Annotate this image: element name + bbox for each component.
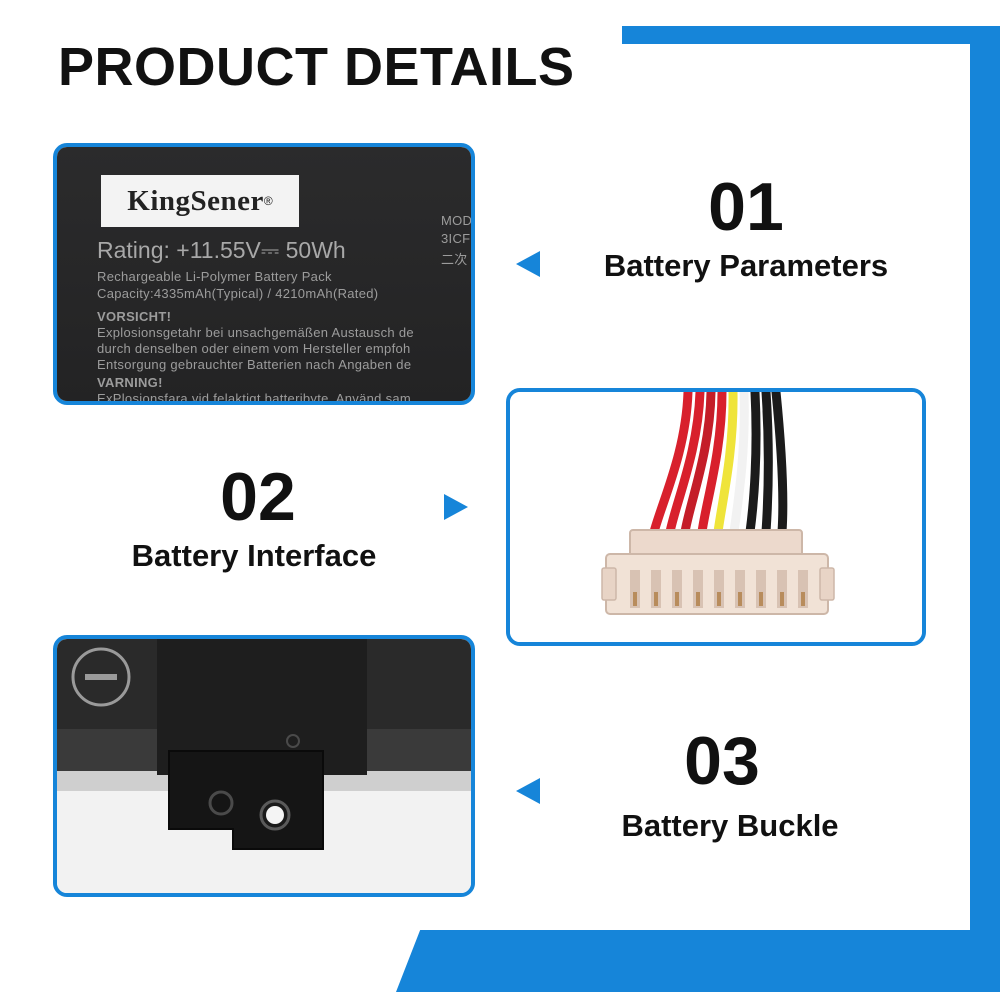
section-label: Battery Buckle (621, 808, 839, 843)
rating-text: Rating: +11.55V⎓ 50Wh (97, 237, 346, 263)
battery-label-panel: KingSener® MOD 3ICF 二次 Rating: +11.55V⎓ … (57, 147, 471, 401)
pointer-right-icon (444, 494, 468, 520)
blue-frame-right (970, 26, 1000, 992)
brand-name: KingSener (127, 184, 264, 217)
blue-frame-top (622, 26, 1000, 44)
warning-sv-line: ExPlosionsfara vid felaktigt batteribyte… (97, 391, 412, 405)
registered-mark: ® (263, 194, 273, 208)
capacity-text: Capacity:4335mAh(Typical) / 4210mAh(Rate… (97, 286, 379, 301)
cn-fragment: 二次 (441, 252, 468, 267)
battery-buckle-image (53, 635, 475, 897)
pointer-left-icon (516, 251, 540, 277)
warning-de-line: Explosionsgetahr bei unsachgemäßen Austa… (97, 325, 414, 340)
brand-sticker: KingSener® (101, 175, 299, 227)
blue-frame-bottom (396, 930, 1000, 992)
warning-de-line: durch denselben oder einem vom Herstelle… (97, 341, 411, 356)
section-label: Battery Parameters (603, 248, 889, 283)
battery-parameters-image: KingSener® MOD 3ICF 二次 Rating: +11.55V⎓ … (53, 143, 475, 405)
connector-illustration (510, 392, 922, 642)
warning-de-title: VORSICHT! (97, 309, 172, 324)
buckle-illustration (57, 639, 471, 893)
section-number: 01 (708, 169, 784, 245)
warning-sv-title: VARNING! (97, 375, 163, 390)
pointer-left-icon (516, 778, 540, 804)
page-title: PRODUCT DETAILS (58, 37, 575, 97)
pack-type-text: Rechargeable Li-Polymer Battery Pack (97, 269, 332, 284)
warning-de-line: Entsorgung gebrauchter Batterien nach An… (97, 357, 412, 372)
section-number: 02 (220, 459, 296, 535)
model-fragment: MOD (441, 213, 473, 228)
section-label: Battery Interface (131, 538, 377, 573)
battery-interface-image (506, 388, 926, 646)
model-code-fragment: 3ICF (441, 231, 471, 246)
section-number: 03 (684, 723, 760, 799)
